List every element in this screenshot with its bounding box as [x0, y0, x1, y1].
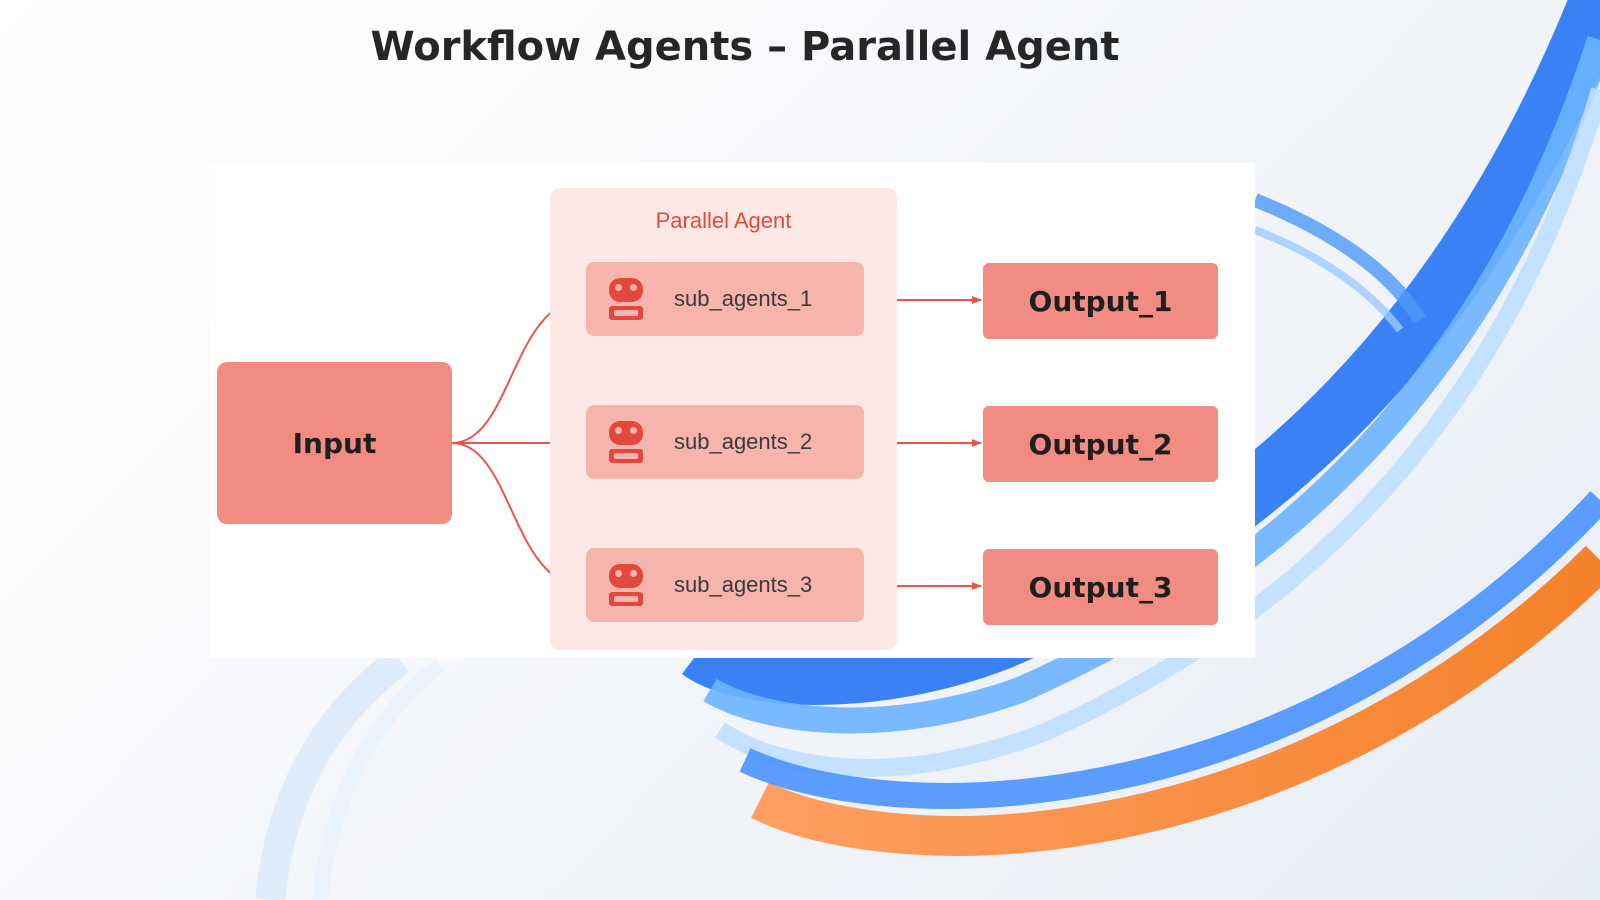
group-label: Parallel Agent [655, 208, 792, 233]
robot-icon [609, 278, 643, 320]
input-label: Input [292, 426, 377, 460]
robot-icon [609, 421, 643, 463]
sub-agent-node-2: sub_agents_2 [586, 405, 864, 479]
sub-agent-node-1: sub_agents_1 [586, 262, 864, 336]
parallel-agent-group: Parallel Agent sub_agents_1 sub_agents_2 [550, 188, 897, 650]
sub-agent-label: sub_agents_1 [674, 286, 813, 311]
output-node-3: Output_3 [983, 549, 1218, 625]
output-label: Output_1 [1028, 284, 1173, 318]
diagram-panel: Parallel Agent sub_agents_1 sub_agents_2 [209, 163, 1255, 658]
output-label: Output_3 [1028, 570, 1173, 604]
input-node: Input [217, 362, 452, 524]
sub-agent-label: sub_agents_2 [674, 429, 813, 454]
sub-agent-node-3: sub_agents_3 [586, 548, 864, 622]
output-label: Output_2 [1028, 427, 1173, 461]
output-node-2: Output_2 [983, 406, 1218, 482]
robot-icon [609, 564, 643, 606]
output-node-1: Output_1 [983, 263, 1218, 339]
page-title: Workflow Agents – Parallel Agent [370, 24, 1120, 70]
sub-agent-label: sub_agents_3 [674, 572, 813, 597]
